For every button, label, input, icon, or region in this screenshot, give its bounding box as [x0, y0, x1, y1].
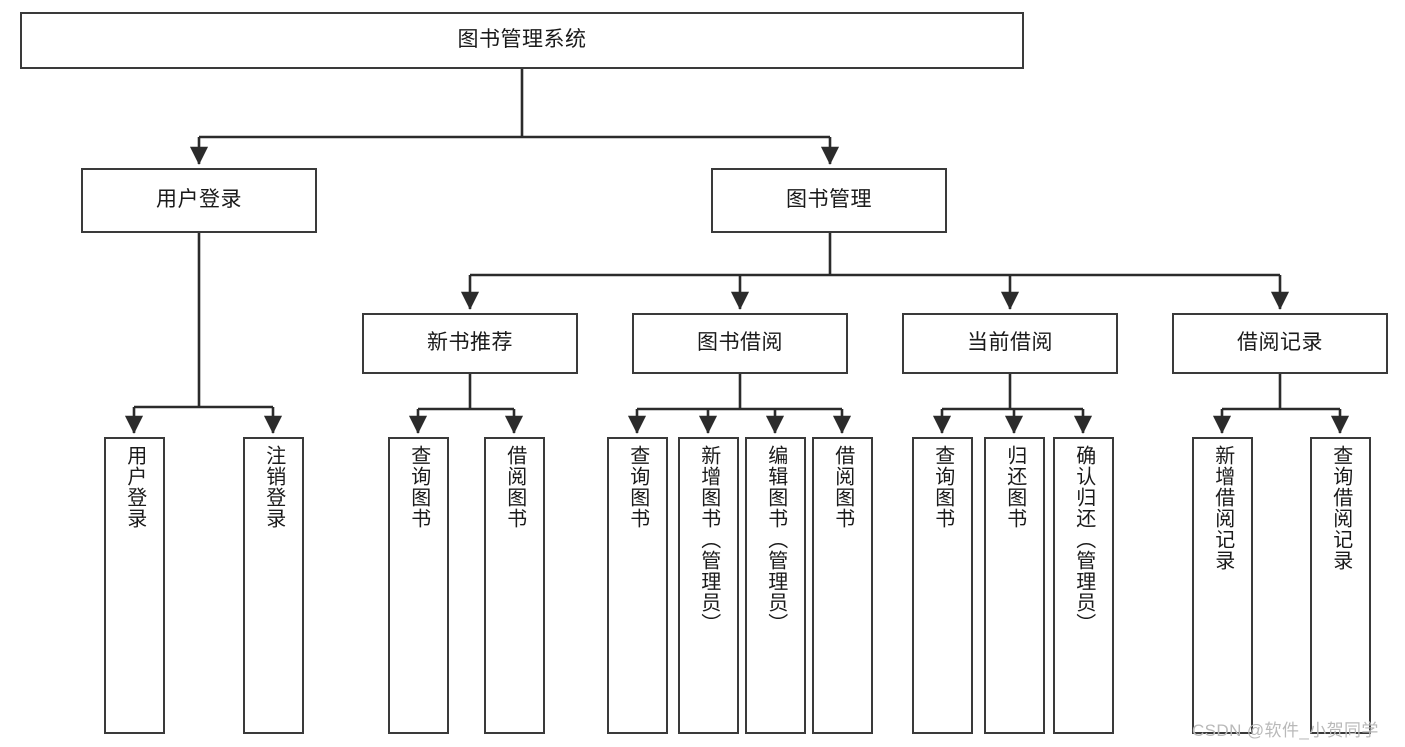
node-leaf-return-book[interactable]: 归还图书 — [984, 437, 1045, 734]
csdn-watermark: CSDN @软件_小贺同学 — [1192, 721, 1379, 740]
node-leaf-query-book-1[interactable]: 查询图书 — [388, 437, 449, 734]
node-book-borrow-label: 图书借阅 — [697, 331, 783, 355]
node-leaf-query-book-2[interactable]: 查询图书 — [607, 437, 668, 734]
node-leaf-borrow-book-2[interactable]: 借阅图书 — [812, 437, 873, 734]
node-leaf-return-book-label: 归还图书 — [1003, 445, 1026, 529]
node-book-manage-label: 图书管理 — [786, 188, 872, 212]
node-leaf-add-record-label: 新增借阅记录 — [1211, 445, 1234, 571]
node-leaf-query-record-label: 查询借阅记录 — [1329, 445, 1352, 571]
node-leaf-borrow-book-1-label: 借阅图书 — [503, 445, 526, 529]
node-leaf-query-book-3-label: 查询图书 — [931, 445, 954, 529]
node-borrow-record-label: 借阅记录 — [1237, 331, 1323, 355]
node-leaf-edit-book-label: 编辑图书（管理员） — [764, 445, 787, 634]
node-leaf-logout[interactable]: 注销登录 — [243, 437, 304, 734]
node-leaf-add-record[interactable]: 新增借阅记录 — [1192, 437, 1253, 734]
node-leaf-query-book-2-label: 查询图书 — [626, 445, 649, 529]
node-leaf-confirm-return-label: 确认归还（管理员） — [1072, 445, 1095, 634]
node-leaf-confirm-return[interactable]: 确认归还（管理员） — [1053, 437, 1114, 734]
node-leaf-user-login[interactable]: 用户登录 — [104, 437, 165, 734]
node-leaf-query-book-1-label: 查询图书 — [407, 445, 430, 529]
node-new-book-rec-label: 新书推荐 — [427, 331, 513, 355]
node-book-manage[interactable]: 图书管理 — [711, 168, 947, 233]
node-leaf-query-book-3[interactable]: 查询图书 — [912, 437, 973, 734]
node-leaf-borrow-book-1[interactable]: 借阅图书 — [484, 437, 545, 734]
node-leaf-borrow-book-2-label: 借阅图书 — [831, 445, 854, 529]
node-leaf-edit-book[interactable]: 编辑图书（管理员） — [745, 437, 806, 734]
node-book-borrow[interactable]: 图书借阅 — [632, 313, 848, 374]
node-root-label: 图书管理系统 — [457, 28, 587, 52]
node-current-borrow-label: 当前借阅 — [967, 331, 1053, 355]
node-borrow-record[interactable]: 借阅记录 — [1172, 313, 1388, 374]
node-leaf-logout-label: 注销登录 — [262, 445, 285, 529]
node-user-login-label: 用户登录 — [156, 188, 242, 212]
node-leaf-add-book[interactable]: 新增图书（管理员） — [678, 437, 739, 734]
node-current-borrow[interactable]: 当前借阅 — [902, 313, 1118, 374]
node-user-login[interactable]: 用户登录 — [81, 168, 317, 233]
node-leaf-user-login-label: 用户登录 — [123, 445, 146, 529]
node-root[interactable]: 图书管理系统 — [20, 12, 1024, 69]
node-leaf-query-record[interactable]: 查询借阅记录 — [1310, 437, 1371, 734]
node-leaf-add-book-label: 新增图书（管理员） — [697, 445, 720, 634]
node-new-book-rec[interactable]: 新书推荐 — [362, 313, 578, 374]
